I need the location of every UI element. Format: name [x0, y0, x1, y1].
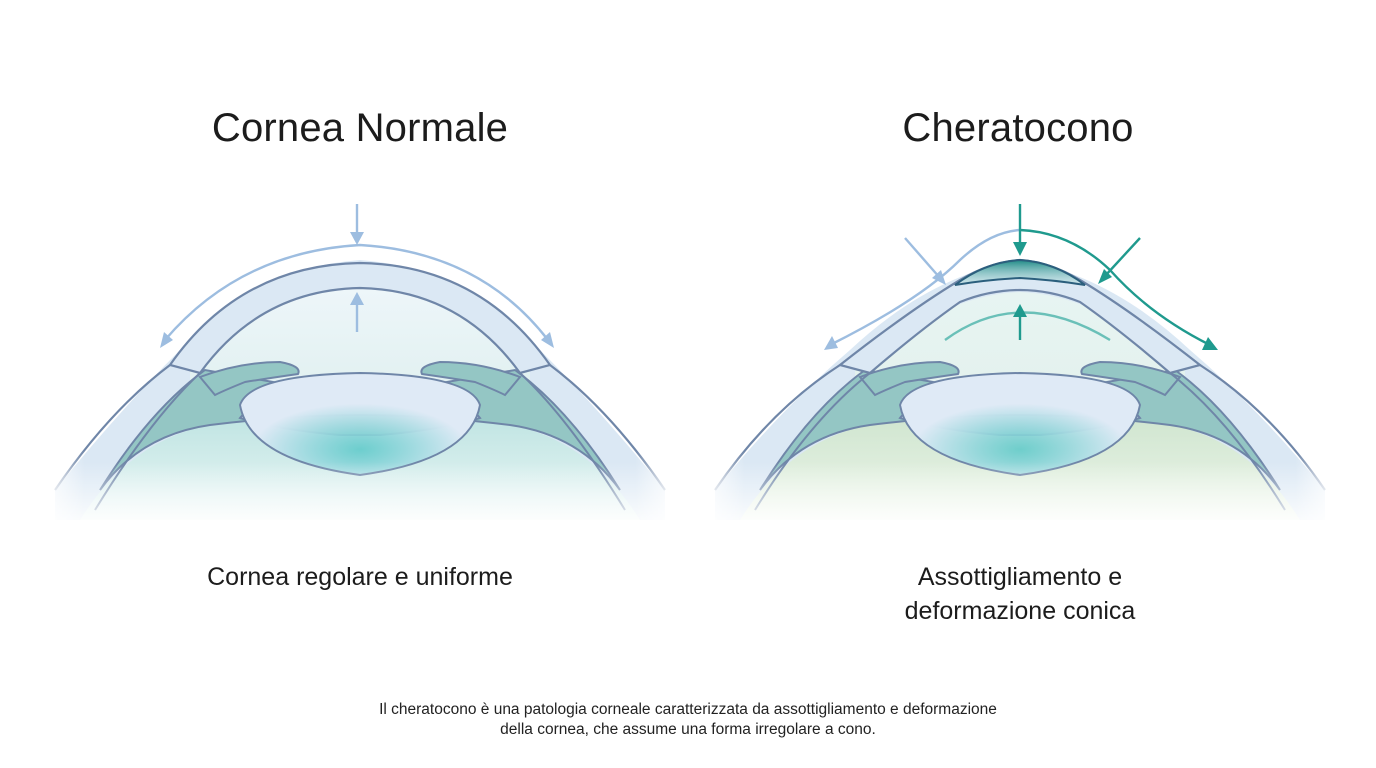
- normal-cornea-title: Cornea Normale: [211, 106, 509, 150]
- keratoconus-caption-line1: Assottigliamento e: [917, 563, 1123, 591]
- footnote-line2: della cornea, che assume una forma irreg…: [500, 721, 876, 738]
- normal-cornea-caption: Cornea regolare e uniforme: [207, 563, 513, 591]
- keratoconus-diagram: [700, 190, 1340, 530]
- keratoconus-caption-line2: deformazione conica: [904, 597, 1136, 625]
- keratoconus-caption: Assottigliamento e deformazione conica: [790, 560, 1250, 628]
- keratoconus-title: Cheratocono: [902, 106, 1134, 150]
- footnote-line1: Il cheratocono è una patologia corneale …: [379, 701, 997, 718]
- footnote: Il cheratocono è una patologia corneale …: [290, 700, 1086, 740]
- normal-cornea-diagram: [40, 190, 680, 530]
